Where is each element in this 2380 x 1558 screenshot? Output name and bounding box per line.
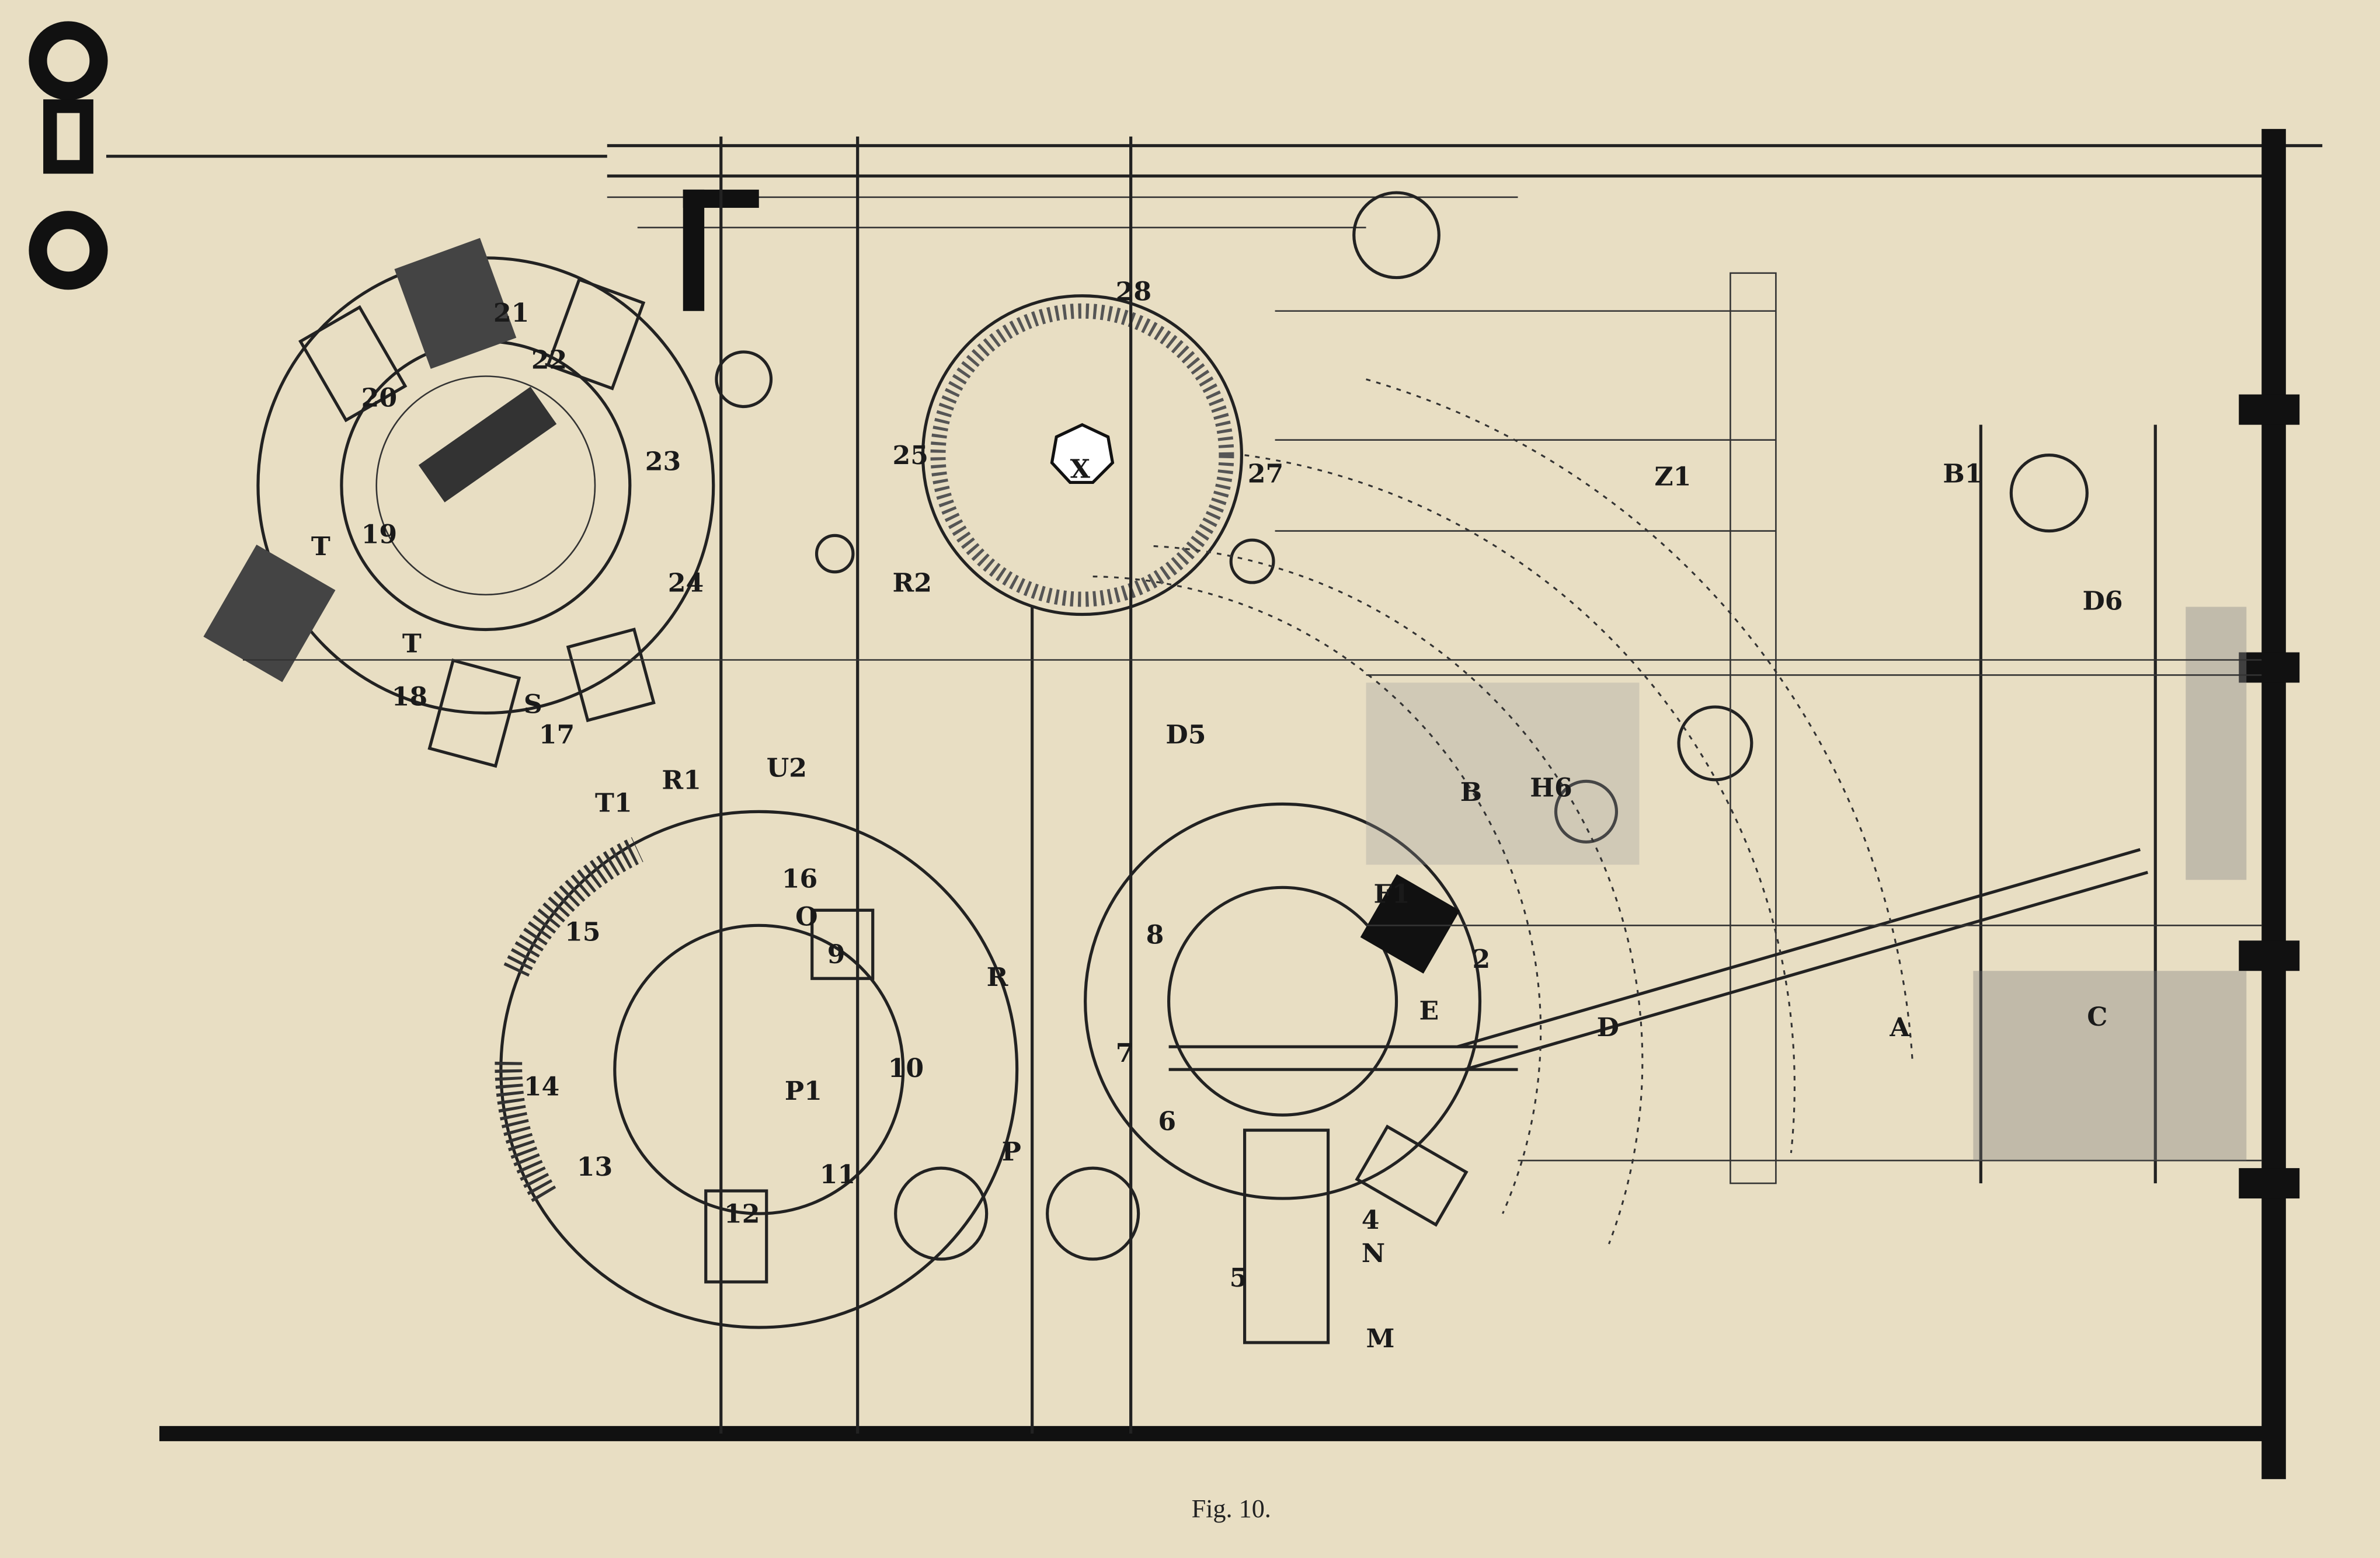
label-9: 9 [827, 940, 845, 970]
label-b1: B1 [1943, 459, 1982, 489]
upper-mould-wheel [203, 238, 715, 768]
label-t: T [311, 532, 330, 562]
label-16: 16 [782, 864, 817, 894]
label-28: 28 [1116, 277, 1151, 307]
label-d5: D5 [1165, 720, 1206, 750]
label-p1: P1 [785, 1076, 822, 1106]
vertical-shafts [719, 136, 2247, 1434]
label-b: B [1460, 778, 1482, 807]
label-15: 15 [565, 917, 600, 947]
label-20: 20 [361, 383, 397, 413]
label-10: 10 [888, 1054, 924, 1083]
label-6: 6 [1158, 1107, 1176, 1137]
label-r1: R1 [662, 765, 701, 795]
label-24: 24 [668, 569, 704, 598]
label-z1: Z1 [1654, 462, 1691, 492]
figure-caption: Fig. 10. [1192, 1494, 1271, 1523]
drum-x [921, 191, 1440, 616]
label-11: 11 [820, 1160, 855, 1190]
lower-mould-wheel [495, 810, 1019, 1329]
label-c: C [2087, 1002, 2107, 1032]
label-17: 17 [539, 720, 575, 750]
label-d: D [1597, 1013, 1619, 1043]
label-m: M [1366, 1324, 1395, 1354]
label-x: X [1070, 455, 1091, 485]
label-s: S [524, 689, 542, 719]
label-21: 21 [493, 298, 529, 328]
label-14: 14 [524, 1072, 559, 1102]
label-a: A [1889, 1013, 1910, 1043]
label-o: O [795, 902, 817, 932]
label-t1: T1 [595, 788, 632, 818]
label-d6: D6 [2082, 587, 2122, 616]
label-23: 23 [645, 447, 681, 477]
dotted-arcs [1092, 378, 1913, 1245]
label-19: 19 [361, 520, 397, 549]
label-p: P [1002, 1137, 1021, 1167]
label-12: 12 [724, 1200, 760, 1229]
label-h6: H6 [1530, 773, 1572, 803]
label-e: E [1419, 996, 1439, 1026]
label-7: 7 [1116, 1038, 1134, 1068]
label-4: 4 [1362, 1205, 1380, 1235]
label-f1: F1 [1374, 879, 1410, 909]
label-5: 5 [1230, 1263, 1248, 1293]
label-22: 22 [531, 346, 567, 375]
structure-lines [242, 310, 2262, 1162]
conveyor-d [1168, 848, 2148, 1071]
label-25: 25 [893, 441, 928, 470]
part-labels: 21 22 20 23 19 T T 18 S 17 24 25 28 X 27… [311, 277, 2123, 1354]
label-18: 18 [392, 682, 427, 712]
label-r: R [987, 963, 1008, 992]
label-27: 27 [1248, 459, 1283, 489]
label-2: 2 [1473, 944, 1491, 974]
label-u2: U2 [767, 754, 807, 783]
label-8: 8 [1146, 920, 1164, 950]
label-13: 13 [577, 1152, 613, 1182]
right-wall [2239, 128, 2300, 1479]
corner-symbols [29, 21, 108, 290]
press-wheel [1084, 802, 1482, 1344]
label-t-2: T [402, 629, 422, 659]
floor-beam [159, 1425, 2285, 1441]
gears [715, 350, 2089, 1261]
label-n: N [1362, 1239, 1385, 1268]
label-r2: R2 [893, 569, 932, 598]
